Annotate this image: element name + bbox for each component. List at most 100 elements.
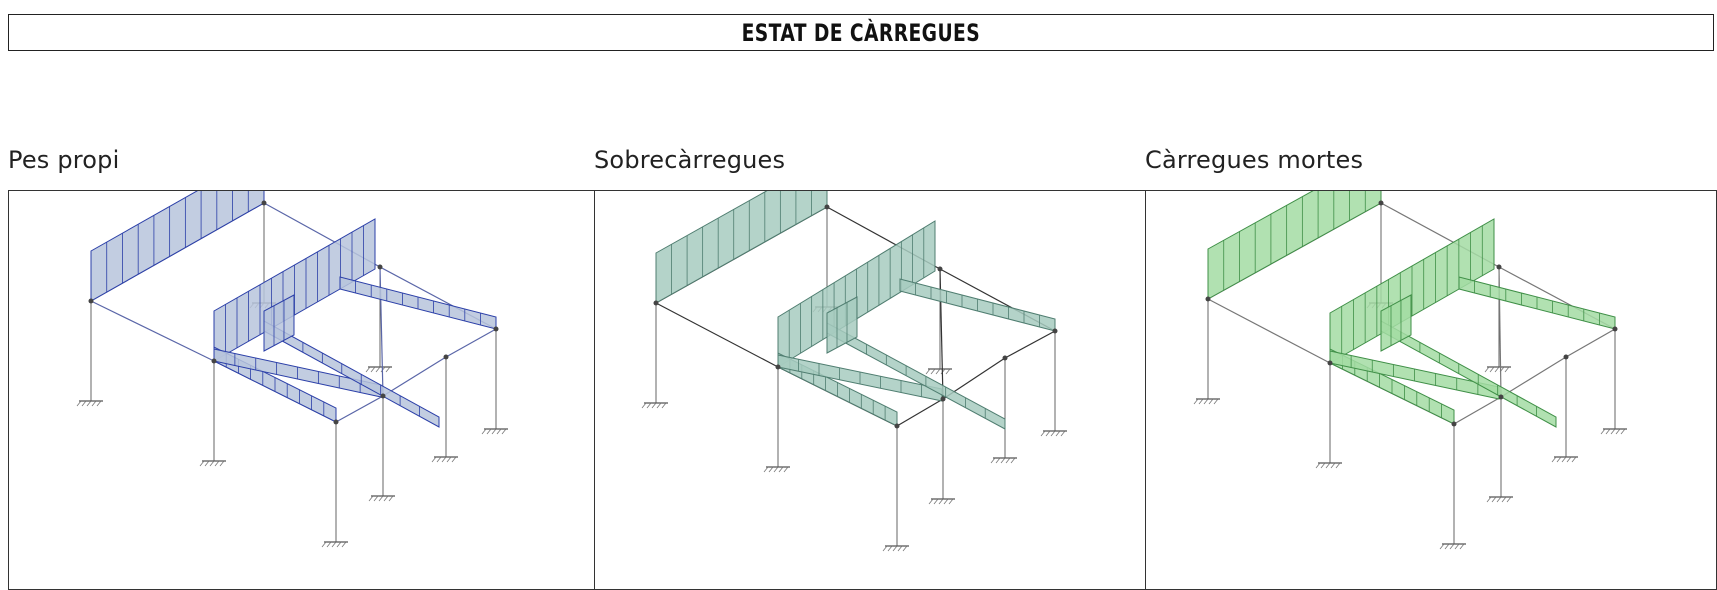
support-hatch	[933, 498, 939, 505]
page-title: ESTAT DE CÀRREGUES	[741, 18, 981, 47]
support-hatch	[486, 428, 492, 435]
support-hatch	[1335, 462, 1341, 469]
beam-line	[1004, 330, 1056, 359]
node-point	[1378, 200, 1384, 206]
support-hatch	[945, 368, 951, 375]
support-hatch	[887, 545, 893, 552]
node-point	[1052, 328, 1058, 334]
support-hatch	[1315, 462, 1321, 469]
support-hatch	[76, 400, 82, 407]
support-hatch	[378, 495, 384, 502]
support-hatch	[773, 466, 779, 473]
support-hatch	[1040, 430, 1046, 437]
panel-label-pes-propi: Pes propi	[8, 146, 120, 174]
support-hatch	[1571, 456, 1577, 463]
beam-line	[1453, 396, 1502, 425]
support-hatch	[641, 402, 647, 409]
support-hatch	[897, 545, 903, 552]
panel-label-carregues-mortes: Càrregues mortes	[1145, 146, 1364, 174]
node-point	[333, 419, 339, 425]
support-hatch	[763, 466, 769, 473]
node-point	[1451, 421, 1457, 427]
node-point	[211, 358, 217, 364]
support-hatch	[451, 456, 457, 463]
support-hatch	[321, 541, 327, 548]
support-hatch	[990, 457, 996, 464]
load-panel	[263, 294, 295, 352]
support-hatch	[928, 498, 934, 505]
support-hatch	[1504, 366, 1510, 373]
beam-line	[90, 300, 215, 362]
support-hatch	[380, 366, 386, 373]
support-hatch	[368, 495, 374, 502]
beam-line	[896, 398, 944, 427]
node-point	[261, 200, 267, 206]
support-hatch	[214, 460, 220, 467]
node-point	[1496, 264, 1502, 270]
support-hatch	[1193, 398, 1199, 405]
support-hatch	[326, 541, 332, 548]
node-point	[377, 264, 383, 270]
support-hatch	[491, 428, 497, 435]
support-hatch	[1459, 543, 1465, 550]
support-hatch	[341, 541, 347, 548]
support-hatch	[995, 457, 1001, 464]
support-hatch	[388, 495, 394, 502]
support-hatch	[1506, 496, 1512, 503]
support-hatch	[209, 460, 215, 467]
support-hatch	[902, 545, 908, 552]
support-hatch	[935, 368, 941, 375]
support-hatch	[441, 456, 447, 463]
support-hatch	[1000, 457, 1006, 464]
support-hatch	[1005, 457, 1011, 464]
node-point	[1205, 296, 1211, 302]
support-hatch	[1486, 496, 1492, 503]
node-point	[380, 393, 386, 399]
support-hatch	[1489, 366, 1495, 373]
support-hatch	[1600, 428, 1606, 435]
support-hatch	[1213, 398, 1219, 405]
title-box: ESTAT DE CÀRREGUES	[8, 14, 1714, 51]
support-hatch	[1320, 462, 1326, 469]
support-hatch	[661, 402, 667, 409]
structure-diagram-carregues-mortes	[1193, 191, 1627, 550]
support-hatch	[925, 368, 931, 375]
support-hatch	[365, 366, 371, 373]
beam-line	[655, 302, 779, 368]
support-hatch	[1208, 398, 1214, 405]
support-hatch	[646, 402, 652, 409]
support-hatch	[882, 545, 888, 552]
support-hatch	[481, 428, 487, 435]
support-hatch	[331, 541, 337, 548]
support-hatch	[930, 368, 936, 375]
load-panel	[826, 296, 858, 354]
load-panel	[655, 191, 828, 304]
node-point	[937, 266, 943, 272]
support-hatch	[219, 460, 225, 467]
support-hatch	[1439, 543, 1445, 550]
node-point	[1498, 394, 1504, 400]
support-hatch	[778, 466, 784, 473]
node-point	[775, 364, 781, 370]
beam-line	[1500, 356, 1567, 398]
support-hatch	[892, 545, 898, 552]
node-point	[493, 326, 499, 332]
support-hatch	[943, 498, 949, 505]
support-hatch	[81, 400, 87, 407]
support-hatch	[431, 456, 437, 463]
structure-diagram-sobrecarregues	[641, 191, 1067, 552]
support-hatch	[436, 456, 442, 463]
support-hatch	[370, 366, 376, 373]
support-hatch	[1496, 496, 1502, 503]
support-hatch	[1484, 366, 1490, 373]
support-hatch	[1444, 543, 1450, 550]
support-hatch	[1045, 430, 1051, 437]
beam-line	[335, 395, 384, 423]
support-hatch	[204, 460, 210, 467]
support-hatch	[1010, 457, 1016, 464]
beam-line	[445, 328, 497, 358]
node-point	[940, 396, 946, 402]
beam-line	[382, 356, 447, 397]
support-hatch	[91, 400, 97, 407]
support-hatch	[1620, 428, 1626, 435]
